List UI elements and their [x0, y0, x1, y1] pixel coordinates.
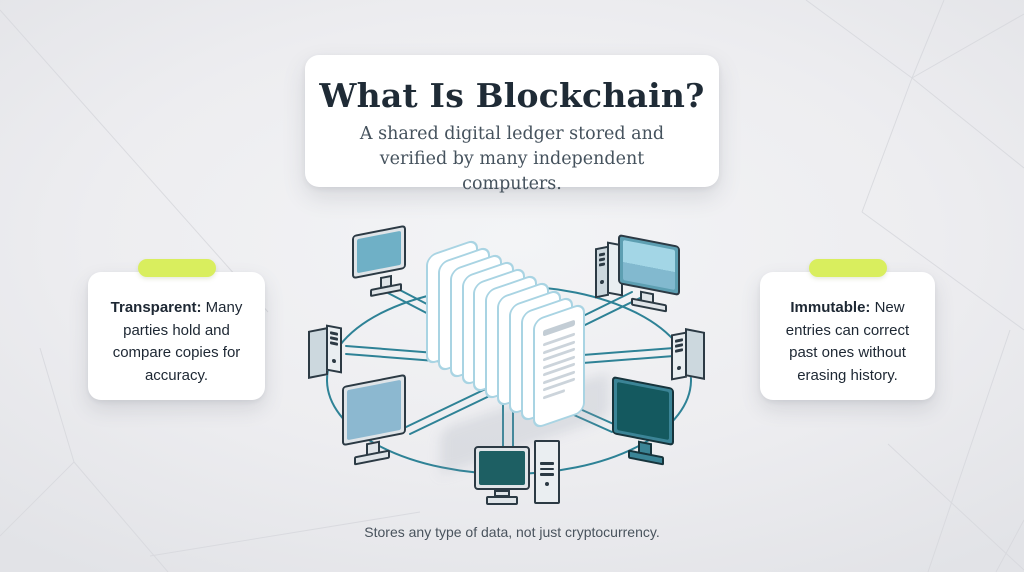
- info-card-immutable-lead: Immutable:: [790, 299, 871, 316]
- info-card-transparent-lead: Transparent:: [110, 299, 202, 316]
- info-card-transparent-body: Many parties hold and compare copies for…: [112, 299, 243, 384]
- ledger-front-page-icon: [533, 302, 585, 430]
- accent-pill-icon: [137, 259, 216, 277]
- info-card-transparent: Transparent: Many parties hold and compa…: [88, 259, 265, 400]
- page-subtitle: A shared digital ledger stored and verif…: [359, 124, 665, 194]
- info-card-immutable-text: Immutable: New entries can correct past …: [760, 272, 935, 387]
- info-card-immutable-body: New entries can correct past ones withou…: [785, 299, 910, 384]
- info-card-transparent-text: Transparent: Many parties hold and compa…: [88, 272, 265, 387]
- info-card-immutable: Immutable: New entries can correct past …: [760, 259, 935, 400]
- page-title: What Is Blockchain?: [319, 76, 705, 115]
- footer-caption: Stores any type of data, not just crypto…: [364, 524, 660, 540]
- title-card: What Is Blockchain? A shared digital led…: [305, 55, 719, 194]
- accent-pill-icon: [808, 259, 887, 277]
